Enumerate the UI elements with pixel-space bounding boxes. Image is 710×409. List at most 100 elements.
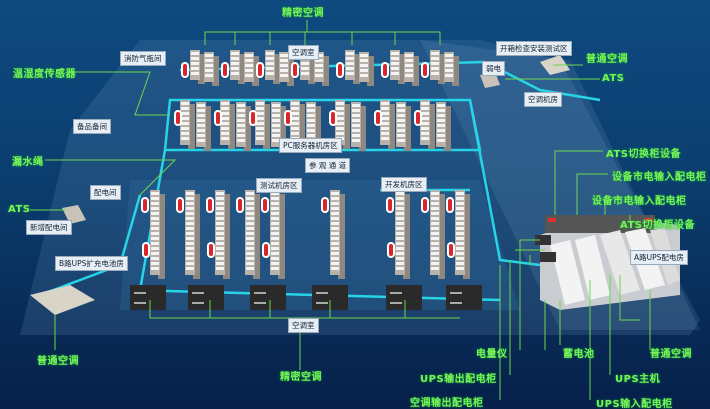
precision-ac-units (130, 285, 482, 310)
room-ac-machine: 空调机房 (524, 92, 562, 107)
visit-corridor: 参 观 通 道 (305, 158, 351, 173)
room-dev: 开发机房区 (381, 177, 427, 192)
server-rack (436, 102, 451, 151)
callout-ats-left: ATS (8, 204, 31, 215)
server-rack (380, 100, 395, 149)
callout-normal-ac-top-right: 普通空调 (586, 54, 628, 65)
server-rack (396, 102, 411, 151)
thermometer-icon (421, 62, 429, 78)
server-rack (345, 50, 360, 84)
callout-ac-output-cabinet: 空调输出配电柜 (410, 398, 484, 409)
thermometer-icon (386, 197, 394, 213)
thermometer-icon (206, 197, 214, 213)
room-fire-gas: 消防气瓶间 (120, 51, 166, 66)
room-new-power: 新增配电间 (26, 220, 72, 235)
precision-ac-unit (386, 285, 422, 310)
callout-lines (30, 20, 651, 400)
server-rack (404, 52, 419, 86)
server-rack (185, 190, 200, 279)
callout-precision-ac-bottom: 精密空调 (280, 372, 322, 383)
callout-ats-top-right: ATS (602, 73, 625, 84)
thermometer-icon (256, 62, 264, 78)
thermometer-icon (329, 110, 337, 126)
thermometer-icon (141, 197, 149, 213)
thermometer-icon (284, 110, 292, 126)
server-rack (390, 50, 405, 84)
server-rack (430, 50, 445, 84)
server-rack (270, 190, 285, 279)
callout-mains-input-1: 设备市电输入配电柜 (612, 172, 707, 183)
server-rack (236, 102, 251, 151)
callout-normal-ac-left: 普通空调 (37, 356, 79, 367)
room-b-ups-battery: B路UPS扩充电池房 (55, 256, 128, 271)
callout-temp-humidity-sensor: 温湿度传感器 (13, 69, 76, 80)
server-rack (255, 100, 270, 149)
room-a-ups-power: A路UPS配电房 (630, 250, 688, 265)
thermometer-icon (176, 197, 184, 213)
precision-ac-unit (446, 285, 482, 310)
server-rack (430, 190, 445, 279)
thermometer-icon (291, 62, 299, 78)
callout-ats-switch-1: ATS切换柜设备 (606, 149, 681, 160)
thermometer-icon (446, 197, 454, 213)
server-rack (265, 50, 280, 84)
server-rack (290, 100, 305, 149)
callout-water-leak-rope: 漏水绳 (12, 157, 44, 168)
server-rack (271, 102, 286, 151)
server-rack (220, 100, 235, 149)
server-rack (314, 52, 329, 86)
server-rack (180, 100, 195, 149)
callout-mains-input-2: 设备市电输入配电柜 (592, 196, 687, 207)
server-rack (455, 190, 470, 279)
precision-ac-unit (250, 285, 286, 310)
server-rack (215, 190, 230, 279)
callout-ups-input-cabinet: UPS输入配电柜 (596, 399, 673, 409)
precision-ac-unit (130, 285, 166, 310)
thermometer-icon (214, 110, 222, 126)
thermometer-icon (336, 62, 344, 78)
server-rack (150, 190, 165, 279)
room-ac-bottom: 空调室 (288, 318, 319, 333)
thermometer-icon (447, 242, 455, 258)
thermometer-icon (181, 62, 189, 78)
thermometer-icon (381, 62, 389, 78)
thermometer-icon (261, 197, 269, 213)
thermometer-icon (236, 197, 244, 213)
server-rack (230, 50, 245, 84)
server-rack (420, 100, 435, 149)
server-rack (330, 190, 345, 279)
thermometer-icon (262, 242, 270, 258)
callout-precision-ac-top: 精密空调 (282, 8, 324, 19)
thermometer-icon (221, 62, 229, 78)
precision-ac-unit (188, 285, 224, 310)
room-spare-parts: 备品备间 (73, 119, 111, 134)
server-rack (204, 52, 219, 86)
callout-ups-host: UPS主机 (615, 374, 661, 385)
room-power: 配电间 (90, 185, 121, 200)
callout-battery: 蓄电池 (563, 349, 595, 360)
server-rack (196, 102, 211, 151)
server-rack (359, 52, 374, 86)
room-test: 测试机房区 (256, 178, 302, 193)
thermometer-icon (387, 242, 395, 258)
thermometer-icon (174, 110, 182, 126)
callout-power-meter: 电量仪 (476, 349, 508, 360)
room-weak-current: 弱电 (482, 61, 505, 76)
room-pc-server: PC服务器机房区 (279, 138, 342, 153)
thermometer-icon (207, 242, 215, 258)
server-rack (279, 52, 294, 86)
server-rack (245, 190, 260, 279)
thermometers (141, 62, 455, 258)
callout-ups-output-cabinet: UPS输出配电柜 (420, 374, 497, 385)
thermometer-icon (249, 110, 257, 126)
server-rack (351, 102, 366, 151)
callout-ats-switch-2: ATS切换柜设备 (620, 220, 695, 231)
server-rack (244, 52, 259, 86)
server-racks (150, 50, 470, 279)
room-ac-top: 空调室 (288, 45, 319, 60)
thermometer-icon (374, 110, 382, 126)
server-rack (444, 52, 459, 86)
room-unbox-test: 开箱检查安装测试区 (496, 41, 572, 56)
